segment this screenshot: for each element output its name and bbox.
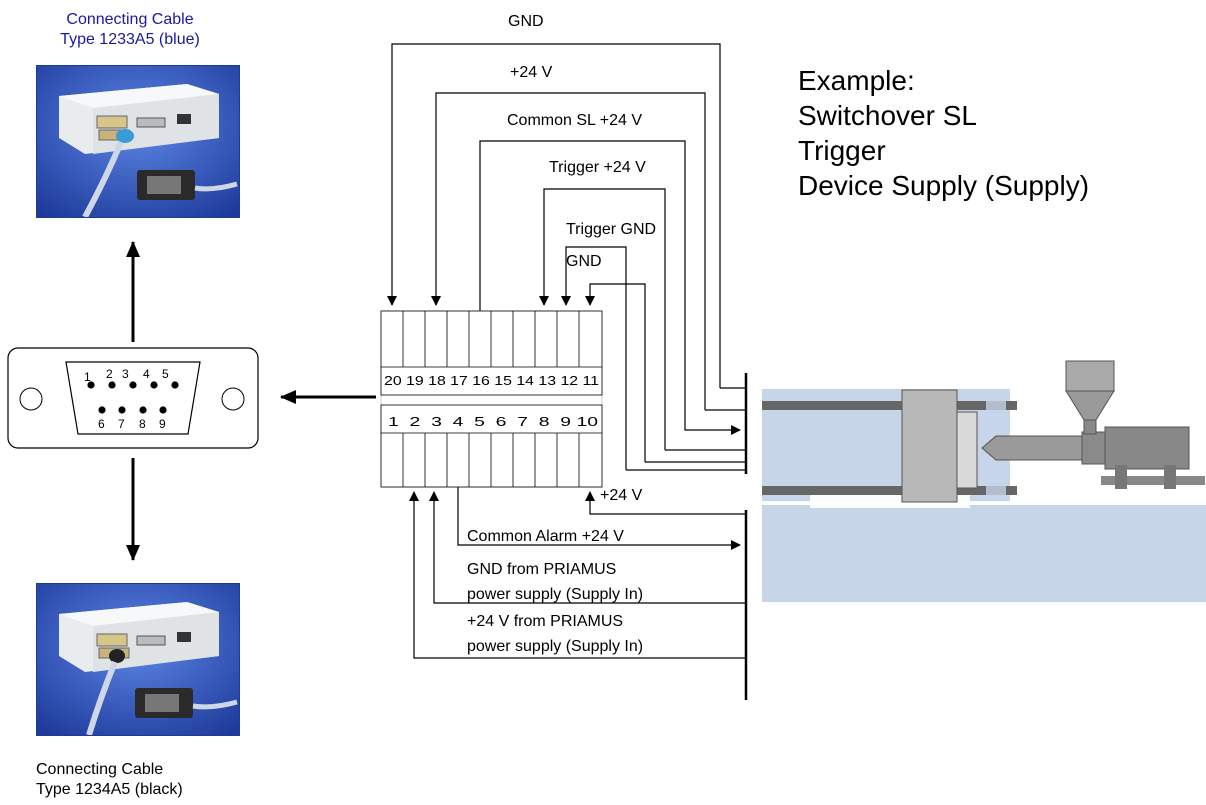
label-common-alarm: Common Alarm +24 V [467, 528, 624, 545]
wires-bottom [409, 487, 746, 659]
terminal-top-numbers: 20 19 18 17 16 15 14 13 12 11 [384, 374, 599, 388]
top-cable-photo [36, 65, 240, 218]
pin-label: 6 [98, 417, 105, 431]
top-cable-caption-line1: Connecting Cable [66, 11, 194, 28]
pin-label: 7 [118, 417, 125, 431]
label-gnd-supply-1: GND from PRIAMUS [467, 561, 616, 578]
label-24v-supply-2: power supply (Supply In) [467, 638, 643, 655]
pin-label: 2 [106, 367, 113, 381]
label-plus24-pin10: +24 V [600, 487, 643, 504]
bottom-cable-caption-line1: Connecting Cable [36, 761, 164, 778]
label-gnd-supply-2: power supply (Supply In) [467, 586, 643, 603]
bottom-device-illustration [37, 584, 239, 735]
label-common-sl: Common SL +24 V [507, 112, 642, 129]
wires-top [387, 43, 746, 515]
terminal-bottom-numbers: 1 2 3 4 5 6 7 8 9 10 [388, 415, 598, 429]
pin-label: 1 [84, 370, 91, 384]
label-trigger-gnd: Trigger GND [566, 221, 656, 238]
example-line2: Switchover SL [798, 100, 977, 131]
dsub-pins-top [87, 381, 179, 389]
top-device-illustration [37, 66, 239, 217]
label-trigger24: Trigger +24 V [549, 159, 646, 176]
label-24v-supply-1: +24 V from PRIAMUS [467, 613, 623, 630]
bottom-cable-caption-line2: Type 1234A5 (black) [36, 781, 183, 798]
terminal-block: 20 19 18 17 16 15 14 13 12 11 1 2 3 4 5 … [380, 310, 603, 488]
label-gnd-top: GND [508, 13, 544, 30]
example-description: Example: Switchover SL Trigger Device Su… [798, 63, 1089, 203]
example-line4: Device Supply (Supply) [798, 170, 1090, 201]
dsub-pins-bottom [98, 406, 167, 414]
example-line1: Example: [798, 65, 915, 96]
pin-label: 4 [143, 367, 150, 381]
label-plus24: +24 V [510, 64, 553, 81]
injection-molding-machine [762, 360, 1206, 602]
label-gnd-pin12: GND [566, 253, 602, 270]
pin-label: 8 [139, 417, 146, 431]
top-cable-caption: Connecting Cable Type 1233A5 (blue) [30, 10, 230, 50]
example-line3: Trigger [798, 135, 886, 166]
dsub-connector: 1 2 3 4 5 6 7 8 9 [7, 347, 259, 449]
top-cable-caption-line2: Type 1233A5 (blue) [60, 31, 200, 48]
pin-label: 3 [122, 367, 129, 381]
bottom-cable-photo [36, 583, 240, 736]
bottom-cable-caption: Connecting Cable Type 1234A5 (black) [36, 760, 256, 800]
pin-label: 5 [162, 367, 169, 381]
pin-label: 9 [159, 417, 166, 431]
